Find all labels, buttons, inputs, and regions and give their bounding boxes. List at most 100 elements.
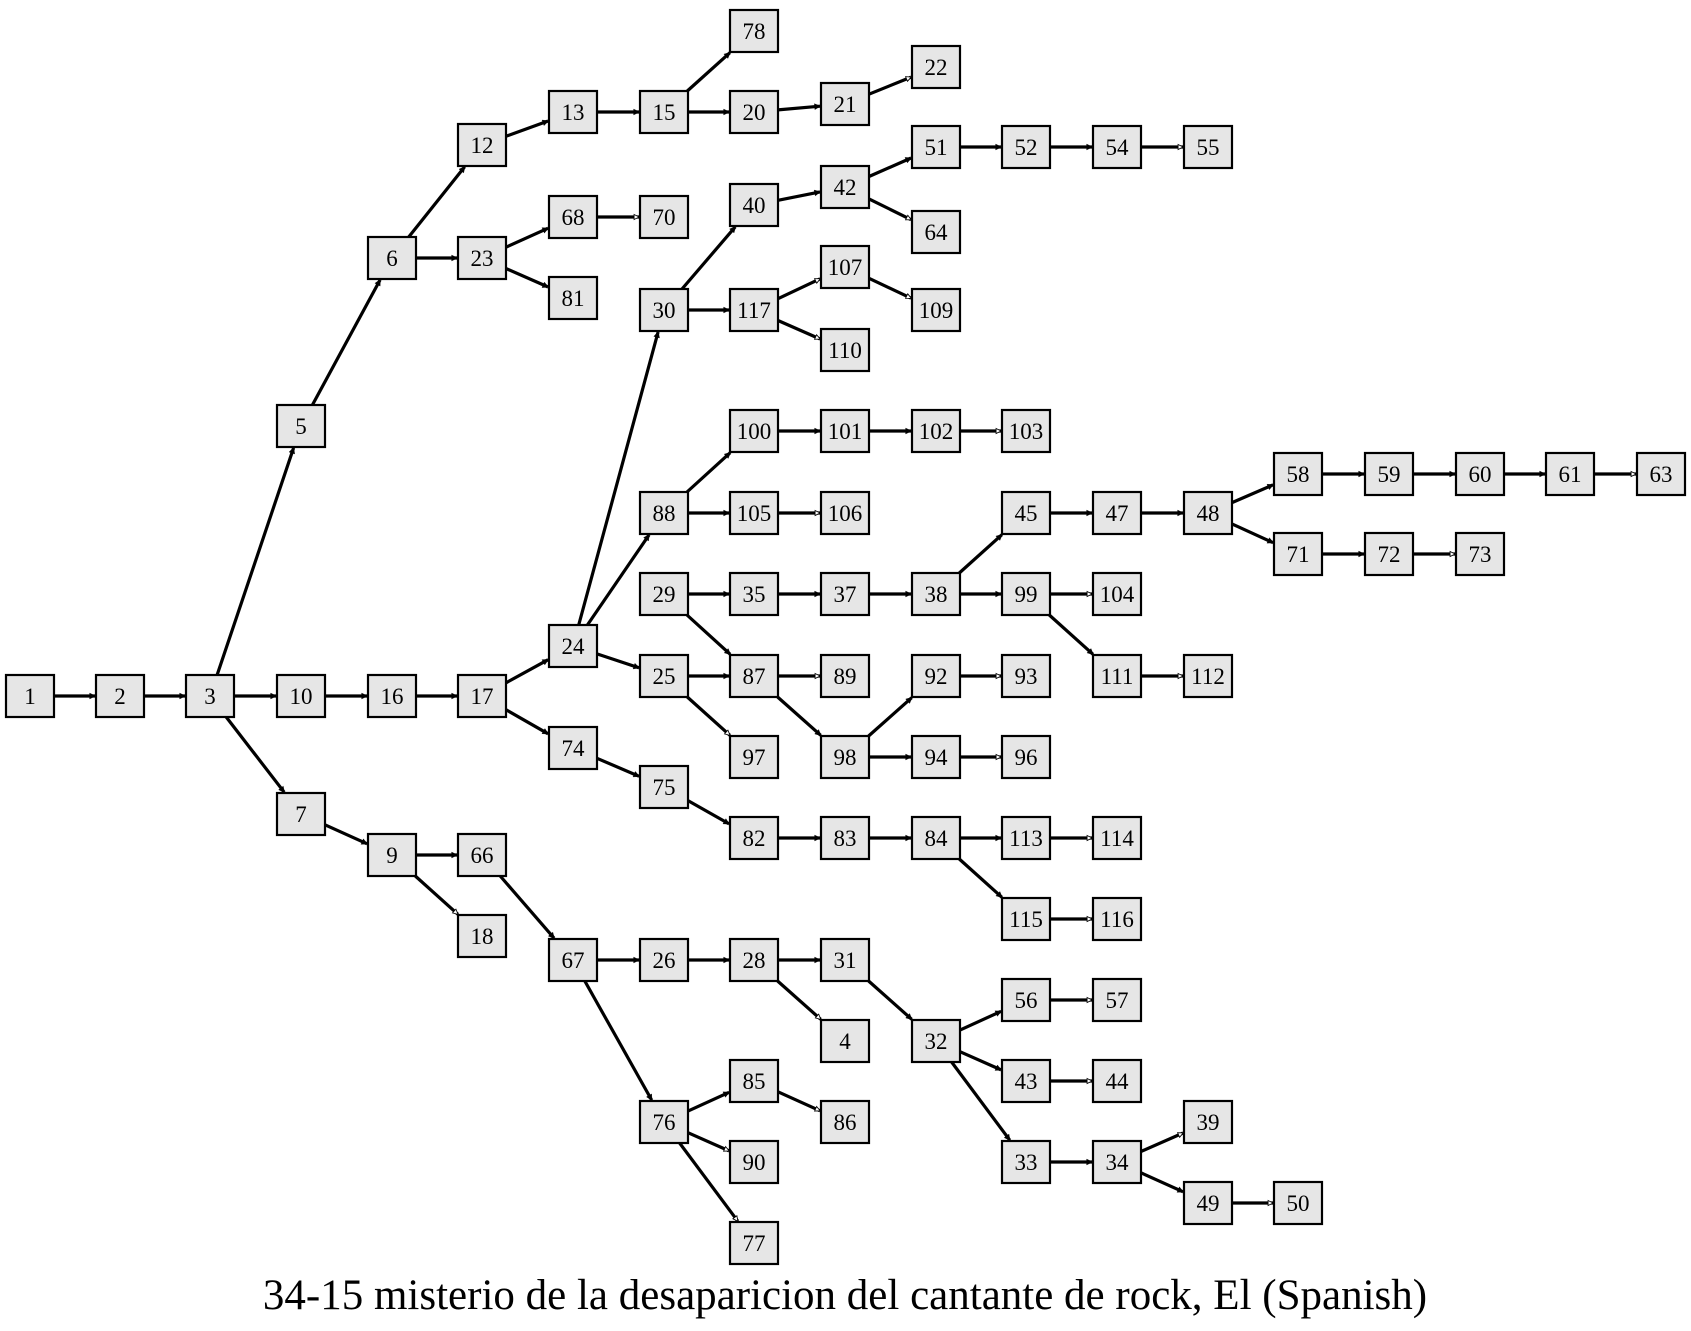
node-label: 107 [828,255,863,280]
node-label: 61 [1559,462,1582,487]
edge-30-to-40 [680,225,737,291]
node-112: 112 [1182,653,1234,699]
node-45: 45 [1000,490,1052,536]
node-label: 45 [1015,501,1038,526]
node-label: 72 [1378,542,1401,567]
edge-line [687,1090,730,1113]
node-label: 68 [562,205,585,230]
edge-117-to-110 [777,319,822,341]
node-4: 4 [819,1018,871,1064]
node-42: 42 [819,164,871,210]
edge-74-to-75 [596,756,640,778]
node-76: 76 [638,1099,690,1145]
node-box [456,673,508,719]
node-label: 64 [925,220,949,245]
node-23: 23 [456,235,508,281]
node-label: 87 [743,664,766,689]
node-box [1454,451,1506,497]
node-label: 56 [1015,988,1038,1013]
node-box [1091,1139,1143,1185]
node-box [819,734,871,780]
node-84: 84 [910,815,962,861]
node-box [275,791,327,837]
node-21: 21 [819,81,871,127]
node-label: 4 [839,1029,851,1054]
node-box [1272,451,1324,497]
edge-line [950,1061,1012,1142]
node-box [910,815,962,861]
node-13: 13 [547,89,599,135]
node-66: 66 [456,832,508,878]
node-16: 16 [366,673,418,719]
node-label: 74 [562,736,586,761]
edge-line [1140,1131,1185,1153]
edge-107-to-109 [868,276,913,300]
node-label: 109 [919,298,954,323]
node-label: 25 [653,664,676,689]
node-61: 61 [1544,451,1596,497]
node-label: 47 [1106,501,1129,526]
node-label: 63 [1650,462,1673,487]
node-box [728,408,780,454]
node-box [1000,1139,1052,1185]
node-box [547,725,599,771]
node-label: 60 [1469,462,1492,487]
node-38: 38 [910,571,962,617]
node-box [910,1018,962,1064]
node-box [184,673,236,719]
node-box [1182,490,1234,536]
node-label: 89 [834,664,857,689]
node-box [547,194,599,240]
node-12: 12 [456,122,508,168]
edge-line [1140,1171,1184,1194]
node-label: 101 [828,419,863,444]
edge-67-to-76 [583,980,654,1101]
node-label: 70 [653,205,676,230]
node-box [819,815,871,861]
edge-line [776,979,822,1021]
node-box [728,89,780,135]
node-box [728,815,780,861]
node-102: 102 [910,408,962,454]
node-box [1454,531,1506,577]
node-label: 38 [925,582,948,607]
node-label: 81 [562,286,585,311]
node-box [1635,451,1687,497]
node-31: 31 [819,937,871,983]
node-109: 109 [910,287,962,333]
node-label: 37 [834,582,857,607]
node-5: 5 [275,403,327,449]
edge-line [868,75,913,96]
node-box [1091,571,1143,617]
node-label: 84 [925,826,949,851]
node-label: 102 [919,419,954,444]
edge-6-to-12 [407,165,466,238]
node-label: 24 [562,634,586,659]
node-103: 103 [1000,408,1052,454]
node-113: 113 [1000,815,1052,861]
node-box [819,164,871,210]
node-label: 35 [743,582,766,607]
node-78: 78 [728,8,780,54]
node-110: 110 [819,327,871,373]
node-label: 20 [743,100,766,125]
node-box [1000,490,1052,536]
node-label: 34 [1106,1150,1130,1175]
node-box [728,1139,780,1185]
node-22: 22 [910,44,962,90]
node-label: 115 [1009,907,1043,932]
node-34: 34 [1091,1139,1143,1185]
node-box [819,1018,871,1064]
node-29: 29 [638,571,690,617]
edge-line [577,331,660,626]
edge-38-to-45 [958,533,1003,575]
edge-line [777,103,821,112]
node-label: 114 [1100,826,1134,851]
node-box [638,653,690,699]
node-40: 40 [728,182,780,228]
node-107: 107 [819,244,871,290]
node-box [275,403,327,449]
node-26: 26 [638,937,690,983]
node-label: 83 [834,826,857,851]
edge-76-to-85 [687,1090,730,1113]
